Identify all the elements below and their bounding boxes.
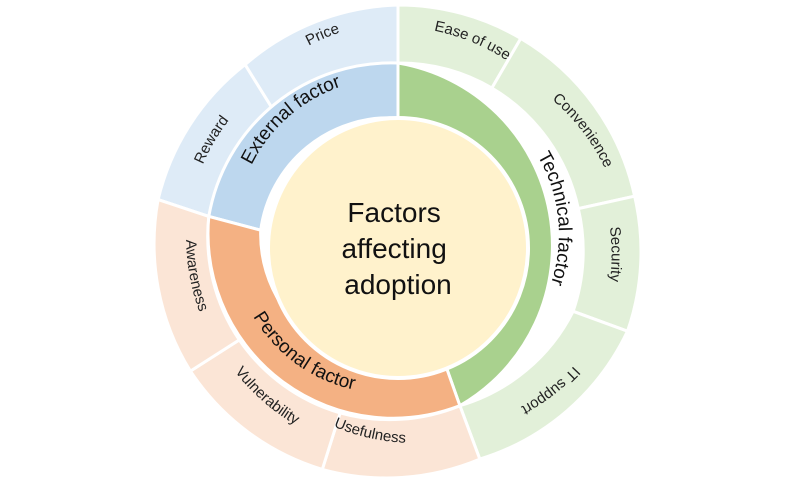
- outer-segment-security: [571, 194, 643, 334]
- center-title: Factors affecting adoption: [341, 197, 454, 300]
- outer-ring: [152, 3, 643, 477]
- center-title-line-3: adoption: [344, 269, 451, 300]
- subfactor-security-label: Security: [606, 226, 625, 283]
- center-title-line-2: affecting: [341, 233, 446, 264]
- center-circle: [266, 116, 530, 380]
- center-title-line-1: Factors: [347, 197, 440, 228]
- outer-segment-awareness: [152, 197, 242, 374]
